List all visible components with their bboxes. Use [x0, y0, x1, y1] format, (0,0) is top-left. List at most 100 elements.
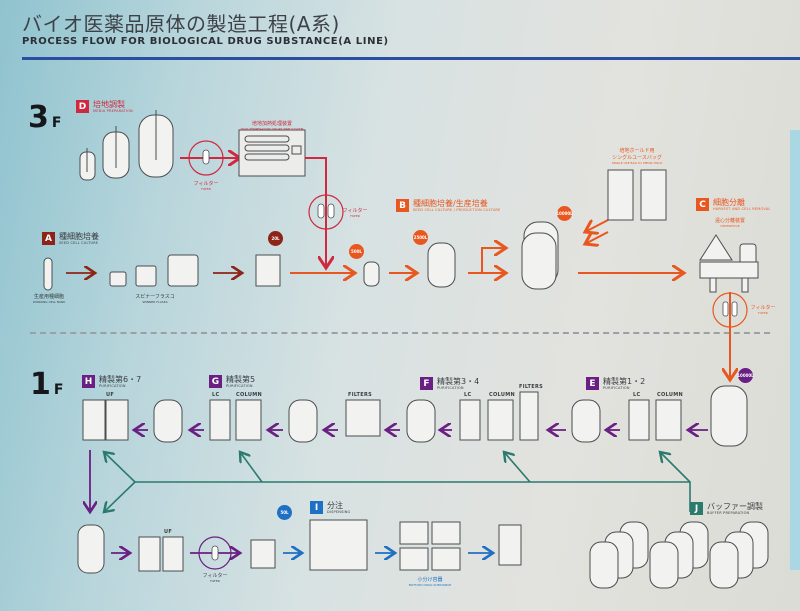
lc-label-g: LC [212, 392, 220, 398]
uf-label-bottom: UF [164, 529, 173, 535]
step-b-badge: B [396, 199, 409, 212]
buffer-distribution-lines [104, 452, 691, 512]
volume-badge-2500l: 2500L [413, 230, 428, 245]
step-h-jp: 精製第6・7 [99, 375, 142, 384]
step-c-badge: C [696, 198, 709, 211]
lc-label-f: LC [464, 392, 472, 398]
step-d-en: MEDIA PREPARATION [93, 109, 133, 113]
column-e [655, 399, 682, 441]
bioreactor-2500l [427, 242, 456, 288]
page-subtitle: PROCESS FLOW FOR BIOLOGICAL DRUG SUBSTAN… [22, 36, 389, 47]
filter-icon-harvest [712, 292, 748, 328]
step-c-en: HARVEST AND CELL REMOVAL [713, 207, 771, 211]
volume-badge-500l: 500L [349, 244, 364, 259]
lc-g [209, 399, 231, 441]
filters-label-f: FILTERS [519, 384, 544, 390]
filters-label-g: FILTERS [348, 392, 373, 398]
column-label-f: COLUMN [489, 392, 515, 398]
side-panel [790, 130, 800, 570]
step-d-jp: 培地調製 [93, 100, 125, 109]
uf-label-h: UF [106, 392, 115, 398]
step-g-en: PURIFICATION [226, 384, 253, 388]
step-a-jp: 種細胞培養 [59, 232, 99, 241]
step-d-badge: D [76, 100, 89, 113]
wave-bag-bioreactor [255, 254, 281, 287]
bag-cart [250, 539, 276, 569]
arrow-to-production-1 [468, 248, 506, 274]
bioreactor-500l [363, 261, 380, 287]
filters-g [345, 399, 381, 437]
tank-e [571, 399, 601, 443]
uf-bottom-1 [138, 536, 161, 572]
step-b-jp: 種細胞培養/生産培養 [413, 199, 488, 208]
filter-icon-media-2 [308, 194, 344, 230]
step-c-jp: 細胞分離 [713, 198, 745, 207]
hts-system-icon [238, 129, 306, 177]
media-tank-small [79, 148, 96, 181]
spinner-flask-1 [109, 271, 127, 287]
tank-h [153, 399, 183, 443]
cell-vial-icon [43, 257, 53, 291]
arrow-bag-2 [585, 231, 609, 244]
lc-e [628, 399, 650, 441]
centrifuge-icon [699, 234, 759, 293]
harvest-tank [710, 385, 748, 447]
freezer-rack [498, 524, 522, 566]
tank-f [406, 399, 436, 443]
bioreactor-10000l-front [521, 232, 557, 290]
step-e-en: PURIFICATION [603, 386, 630, 390]
lc-label-e: LC [633, 392, 641, 398]
uf-bottom-2 [162, 536, 184, 572]
step-j-jp: バッファー調製 [707, 502, 763, 511]
volume-badge-harvest: 10000L [737, 368, 754, 383]
spinner-flask-2 [135, 265, 157, 287]
step-i-jp: 分注 [327, 501, 343, 510]
column-label-g: COLUMN [236, 392, 262, 398]
volume-badge-20l: 20L [268, 231, 283, 246]
volume-badge-production: 10000L [556, 206, 573, 221]
media-tank-large [138, 110, 174, 178]
arrow-hts-down [305, 157, 326, 268]
final-tank [77, 524, 105, 574]
step-h-badge: H [82, 375, 95, 388]
step-b-en: SEED CELL CULTURE / PRODUCTION CULTURE [413, 208, 501, 212]
buffer-tanks [589, 521, 769, 589]
step-j-en: BUFFER PREPARATION [707, 511, 750, 515]
spinner-flask-3 [167, 254, 199, 287]
step-h-en: PURIFICATION [99, 384, 126, 388]
step-i-badge: I [310, 501, 323, 514]
column-g [235, 399, 262, 441]
page-title: バイオ医薬品原体の製造工程(A系) [22, 12, 340, 36]
lc-f [459, 399, 481, 441]
step-e-badge: E [586, 377, 599, 390]
step-g-badge: G [209, 375, 222, 388]
step-e-jp: 精製第1・2 [603, 377, 646, 386]
step-a-en: SEED CELL CULTURE [59, 241, 99, 245]
step-i-en: DISPENSING [327, 510, 351, 514]
uf-h-1 [82, 399, 106, 441]
column-label-e: COLUMN [657, 392, 683, 398]
uf-h-2 [105, 399, 129, 441]
filters-f [519, 391, 539, 441]
filter-icon-final [198, 536, 232, 570]
step-j-badge: J [690, 502, 703, 515]
